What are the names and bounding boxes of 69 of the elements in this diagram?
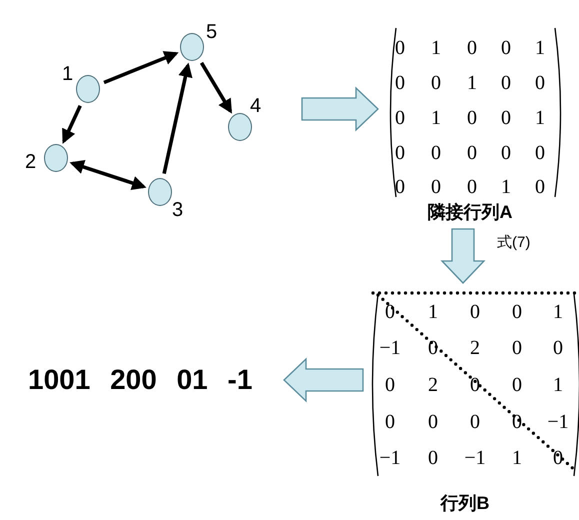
vertex-number: 4	[250, 96, 262, 116]
graph-vertex-circle	[44, 144, 68, 172]
vertex-number: 5	[206, 22, 218, 42]
matrix-entry: 0	[512, 337, 522, 359]
matrix-entry: 0	[535, 176, 545, 198]
matrix-entry: 1	[553, 374, 563, 396]
vertex-number: 3	[172, 200, 184, 220]
vertex-number: 1	[62, 64, 74, 84]
matrix-entry: 0	[467, 107, 477, 129]
matrix-entry: 2	[470, 337, 480, 359]
matrix-entry: 1	[431, 37, 441, 59]
matrix-entry: 1	[535, 37, 545, 59]
matrix-entry: 0	[501, 142, 511, 164]
matrix-entry: 0	[553, 337, 563, 359]
graph-vertex-circle	[180, 33, 204, 61]
graph-vertex-circle	[148, 178, 172, 206]
matrix-entry: 2	[428, 374, 438, 396]
matrix-entry: 1	[431, 107, 441, 129]
matrix-entry: 0	[467, 142, 477, 164]
matrix-caption: 行列B	[439, 492, 490, 514]
matrix-caption: 隣接行列A	[426, 201, 514, 223]
matrix-entry: 0	[428, 411, 438, 433]
matrix-entry: 0	[467, 176, 477, 198]
matrix-entry: 0	[428, 447, 438, 469]
graph-vertex-circle	[228, 113, 252, 141]
edge-label: 式(7)	[497, 234, 530, 252]
matrix-entry: 1	[512, 447, 522, 469]
matrix-entry: 1	[428, 301, 438, 323]
matrix-entry: 0	[395, 142, 405, 164]
block-arrow	[283, 357, 364, 403]
matrix-entry: 1	[467, 72, 477, 94]
block-arrow	[440, 228, 486, 284]
matrix-entry: 0	[501, 37, 511, 59]
arrow	[70, 160, 146, 190]
matrix-entry: −1	[379, 447, 401, 469]
matrix-entry: 0	[535, 142, 545, 164]
matrix-entry: 1	[553, 301, 563, 323]
matrix-entry: 0	[470, 301, 480, 323]
arrow	[162, 62, 192, 174]
matrix-entry: 0	[431, 142, 441, 164]
matrix-entry: 0	[535, 72, 545, 94]
block-arrow	[301, 86, 379, 132]
arrow	[200, 62, 232, 114]
matrix-entry: 1	[501, 176, 511, 198]
matrix-entry: 0	[501, 72, 511, 94]
matrix-entry: 0	[467, 37, 477, 59]
matrix-entry: 0	[385, 411, 395, 433]
arrow	[103, 51, 179, 84]
arrow	[62, 105, 82, 144]
matrix-entry: 0	[385, 374, 395, 396]
vertex-number: 2	[25, 152, 36, 172]
matrix-entry: 0	[395, 72, 405, 94]
matrix-entry: 0	[395, 107, 405, 129]
matrix-entry: 0	[470, 374, 480, 396]
graph-vertex-circle	[76, 75, 100, 103]
matrix-entry: −1	[464, 447, 486, 469]
matrix-entry: 0	[395, 37, 405, 59]
matrix-entry: 0	[553, 447, 563, 469]
matrix-entry: 0	[395, 176, 405, 198]
matrix-entry: 0	[431, 72, 441, 94]
result-text: 1001 200 01 -1	[28, 364, 252, 395]
matrix-entry: 0	[512, 374, 522, 396]
matrix-entry: 0	[512, 301, 522, 323]
matrix-entry: 0	[501, 107, 511, 129]
matrix-entry: 0	[470, 411, 480, 433]
matrix-entry: −1	[547, 411, 569, 433]
matrix-entry: 1	[535, 107, 545, 129]
matrix-entry: 0	[431, 176, 441, 198]
matrix-entry: −1	[379, 337, 401, 359]
